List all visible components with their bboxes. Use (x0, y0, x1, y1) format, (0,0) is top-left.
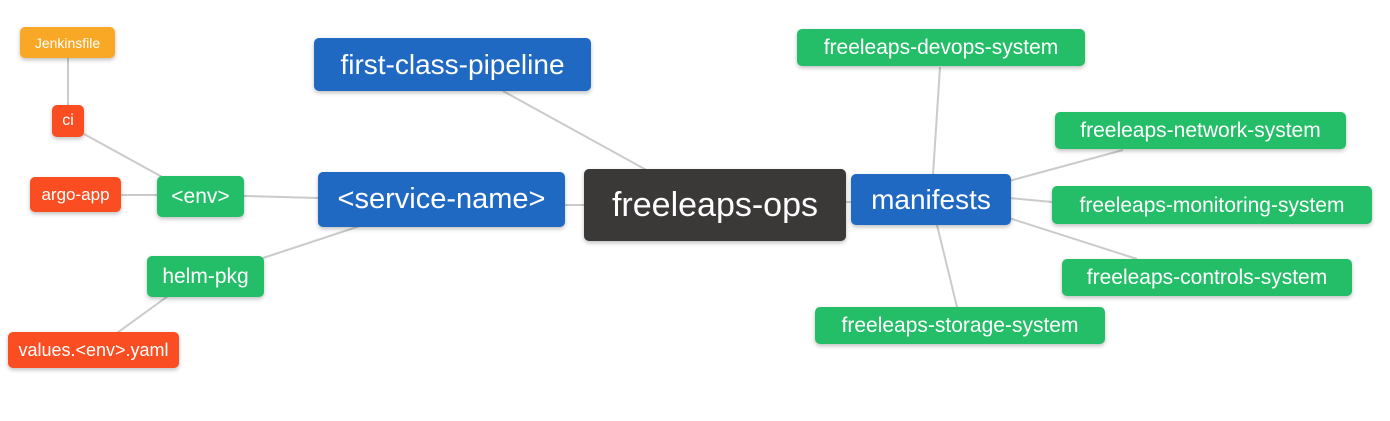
node-manifests[interactable]: manifests (851, 174, 1011, 225)
edge-manifests-network (1008, 149, 1124, 182)
edge-manifests-devops (932, 66, 941, 176)
edge-service-helm (262, 225, 361, 259)
node-argo-app[interactable]: argo-app (30, 177, 121, 212)
edge-pipeline-root (502, 90, 651, 173)
node-freeleaps-storage-system[interactable]: freeleaps-storage-system (815, 307, 1105, 344)
edge-manifests-monitoring (1008, 197, 1053, 203)
edge-helm-values (116, 295, 169, 334)
node-values-env-yaml[interactable]: values.<env>.yaml (8, 332, 179, 368)
node-freeleaps-ops[interactable]: freeleaps-ops (584, 169, 846, 241)
edge-manifests-storage (936, 224, 958, 308)
node-helm-pkg[interactable]: helm-pkg (147, 256, 264, 297)
edge-ci-env (83, 133, 165, 179)
node-env[interactable]: <env> (157, 176, 244, 217)
node-freeleaps-network-system[interactable]: freeleaps-network-system (1055, 112, 1346, 149)
edge-manifests-controls (1008, 217, 1138, 260)
node-jenkinsfile[interactable]: Jenkinsfile (20, 27, 115, 58)
node-freeleaps-monitoring-system[interactable]: freeleaps-monitoring-system (1052, 186, 1372, 224)
node-freeleaps-controls-system[interactable]: freeleaps-controls-system (1062, 259, 1352, 296)
node-freeleaps-devops-system[interactable]: freeleaps-devops-system (797, 29, 1085, 66)
edge-env-service (243, 195, 319, 199)
node-first-class-pipeline[interactable]: first-class-pipeline (314, 38, 591, 91)
node-ci[interactable]: ci (52, 105, 84, 137)
node-service-name[interactable]: <service-name> (318, 172, 565, 227)
